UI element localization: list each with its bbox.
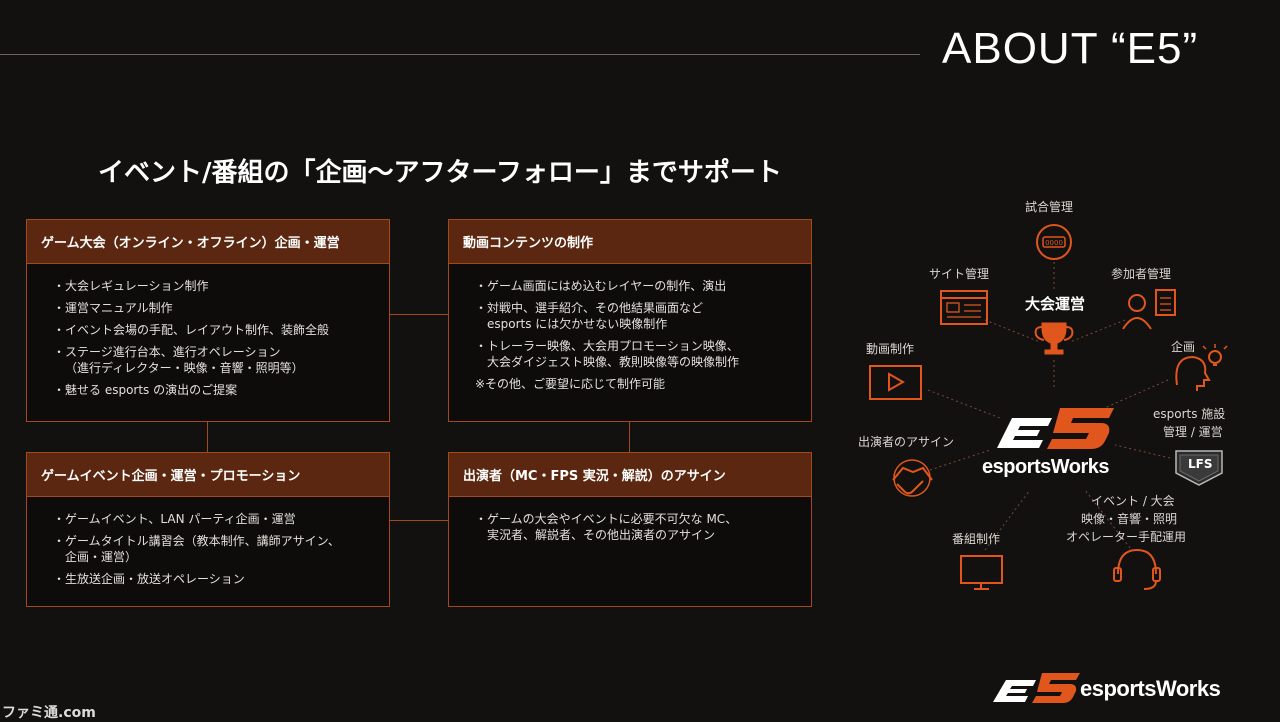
list-item-line: ・ゲーム画面にはめ込むレイヤーの制作、演出 <box>475 279 727 293</box>
node-event-line2: 映像・音響・照明 <box>1081 512 1178 526</box>
panel-list-item: ・トレーラー映像、大会用プロモーション映像、大会ダイジェスト映像、教則映像等の映… <box>475 338 793 370</box>
list-item-line: ・ゲームイベント、LAN パーティ企画・運営 <box>53 512 296 526</box>
handshake-icon <box>892 459 933 497</box>
panel-video-content: 動画コンテンツの制作 ・ゲーム画面にはめ込むレイヤーの制作、演出・対戦中、選手紹… <box>448 219 812 422</box>
diagram-center-title: 大会運営 <box>1024 295 1085 313</box>
connector-right <box>629 421 630 452</box>
headset-icon <box>1113 548 1161 590</box>
node-planning: 企画 <box>1171 340 1196 354</box>
diagram-brand-name: esportsWorks <box>982 456 1110 478</box>
panel-list-item: ・生放送企画・放送オペレーション <box>53 571 371 587</box>
lfs-badge-text: LFS <box>1188 457 1213 471</box>
panel-list-item: ・魅せる esports の演出のご提案 <box>53 382 371 398</box>
node-event-line1: イベント / 大会 <box>1091 494 1175 508</box>
svg-text:0000: 0000 <box>1045 239 1063 247</box>
panel-tournament: ゲーム大会（オンライン・オフライン）企画・運営 ・大会レギュレーション制作・運営… <box>26 219 390 422</box>
node-event-line3: オペレーター手配運用 <box>1066 530 1187 544</box>
list-item-line: ・生放送企画・放送オペレーション <box>53 572 245 586</box>
panel-talent: 出演者（MC・FPS 実況・解説）のアサイン ・ゲームの大会やイベントに必要不可… <box>448 452 812 607</box>
list-item-line: ・運営マニュアル制作 <box>53 301 173 315</box>
node-site-management: サイト管理 <box>929 267 990 281</box>
panel-list: ・ゲーム画面にはめ込むレイヤーの制作、演出・対戦中、選手紹介、その他結果画面など… <box>449 264 811 392</box>
list-item-line: ・トレーラー映像、大会用プロモーション映像、 <box>475 339 739 353</box>
panel-list-item: ・ステージ進行台本、進行オペレーション （進行ディレクター・映像・音響・照明等） <box>53 344 371 376</box>
list-item-line: ・ゲームの大会やイベントに必要不可欠な MC、 <box>475 512 738 526</box>
connector-left <box>207 421 208 452</box>
panel-list: ・大会レギュレーション制作・運営マニュアル制作・イベント会場の手配、レイアウト制… <box>27 264 389 398</box>
trophy-icon <box>1034 322 1074 355</box>
panel-title: ゲームイベント企画・運営・プロモーション <box>27 453 389 497</box>
header-divider <box>0 54 920 55</box>
panel-title: 動画コンテンツの制作 <box>449 220 811 264</box>
footer-brand-name: esportsWorks <box>1080 676 1221 701</box>
monitor-icon <box>940 290 988 325</box>
person-document-icon <box>1122 289 1176 330</box>
node-participant-management: 参加者管理 <box>1111 267 1172 281</box>
play-video-icon <box>869 365 922 400</box>
panel-list: ・ゲームの大会やイベントに必要不可欠な MC、実況者、解説者、その他出演者のアサ… <box>449 497 811 543</box>
slide-title: ABOUT “E5” <box>942 24 1199 73</box>
list-item-line: ※その他、ご要望に応じて制作可能 <box>475 377 666 391</box>
list-item-line: ・ゲームタイトル講習会（教本制作、講師アサイン、 <box>53 534 340 548</box>
node-match-management: 試合管理 <box>1025 200 1074 214</box>
panel-list-item: ・大会レギュレーション制作 <box>53 278 371 294</box>
panel-list-item: ・ゲームイベント、LAN パーティ企画・運営 <box>53 511 371 527</box>
site-watermark: ファミ通.com <box>2 705 96 721</box>
list-item-line: （進行ディレクター・映像・音響・照明等） <box>65 361 304 375</box>
panel-list-item: ・運営マニュアル制作 <box>53 300 371 316</box>
node-program-production: 番組制作 <box>952 532 1001 546</box>
panel-list-item: ・ゲームの大会やイベントに必要不可欠な MC、実況者、解説者、その他出演者のアサ… <box>475 511 793 543</box>
panel-list-item: ・対戦中、選手紹介、その他結果画面など esports には欠かせない映像制作 <box>475 300 793 332</box>
node-video-production: 動画制作 <box>866 342 915 356</box>
panel-list: ・ゲームイベント、LAN パーティ企画・運営・ゲームタイトル講習会（教本制作、講… <box>27 497 389 587</box>
list-item-line: ・大会レギュレーション制作 <box>53 279 209 293</box>
list-item-line: ・ステージ進行台本、進行オペレーション <box>53 345 281 359</box>
node-talent-assign: 出演者のアサイン <box>858 435 955 449</box>
node-facility-line1: esports 施設 <box>1153 407 1226 421</box>
connector-top <box>389 314 448 315</box>
panel-list-item: ・ゲームタイトル講習会（教本制作、講師アサイン、企画・運営） <box>53 533 371 565</box>
footer-e5-logo <box>993 673 1080 703</box>
panel-title: ゲーム大会（オンライン・オフライン）企画・運営 <box>27 220 389 264</box>
list-item-line: 企画・運営） <box>65 550 138 564</box>
list-item-line: 大会ダイジェスト映像、教則映像等の映像制作 <box>487 355 740 369</box>
list-item-line: ・魅せる esports の演出のご提案 <box>53 383 238 397</box>
panel-list-item: ・ゲーム画面にはめ込むレイヤーの制作、演出 <box>475 278 793 294</box>
list-item-line: ・イベント会場の手配、レイアウト制作、装飾全般 <box>53 323 330 337</box>
panel-list-item: ※その他、ご要望に応じて制作可能 <box>475 376 793 392</box>
panel-game-event: ゲームイベント企画・運営・プロモーション ・ゲームイベント、LAN パーティ企画… <box>26 452 390 607</box>
timer-icon: 0000 <box>1036 224 1072 260</box>
slide-headline: イベント/番組の「企画～アフターフォロー」までサポート <box>98 158 782 188</box>
list-item-line: esports には欠かせない映像制作 <box>487 317 668 331</box>
connector-bottom <box>389 520 448 521</box>
panel-list-item: ・イベント会場の手配、レイアウト制作、装飾全般 <box>53 322 371 338</box>
e5-logo <box>997 408 1114 449</box>
node-facility-line2: 管理 / 運営 <box>1163 425 1223 439</box>
panel-title: 出演者（MC・FPS 実況・解説）のアサイン <box>449 453 811 497</box>
list-item-line: 実況者、解説者、その他出演者のアサイン <box>487 528 716 542</box>
list-item-line: ・対戦中、選手紹介、その他結果画面など <box>475 301 704 315</box>
tv-icon <box>960 555 1003 590</box>
